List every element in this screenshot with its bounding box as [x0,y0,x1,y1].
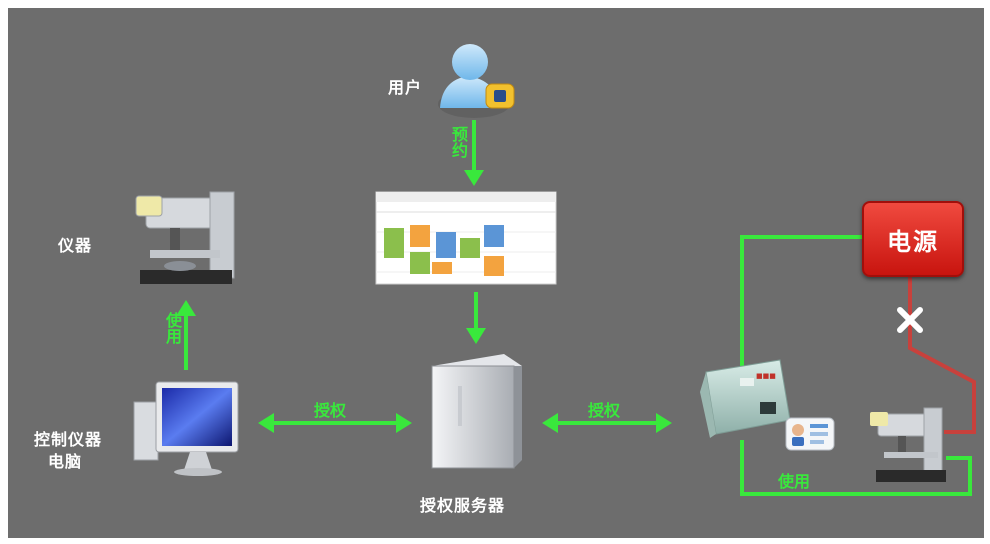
calendar-to-server-arrow [466,292,486,344]
cross-icon [897,307,923,333]
auth-left-arrow [258,413,412,433]
control-pc-label-line1: 控制仪器 [34,430,103,449]
reserve-arrow [464,120,484,186]
user-label: 用户 [388,78,423,97]
auth-left-edge-label: 授权 [314,401,347,420]
schedule-calendar-icon [375,191,557,285]
auth-server-label: 授权服务器 [420,496,506,515]
server-icon [431,354,522,469]
user-icon [438,44,515,118]
auth-right-arrow [542,413,672,433]
instrument-label: 仪器 [58,236,93,255]
auth-right-edge-label: 授权 [588,401,621,420]
controller-box-icon: ■■■ [700,359,791,438]
power-label: 电源 [887,227,939,256]
control-pc-label-line2: 电脑 [48,452,83,471]
use-right-edge-label: 使用 [778,472,811,491]
use-left-arrow [176,300,196,370]
use-left-edge-label: 使用 [163,312,182,344]
power-supply-box: 电源 [862,201,964,277]
reserve-edge-label: 预约 [449,126,468,158]
microscope-right-icon [870,407,946,482]
monitor-icon [133,381,239,476]
use-right-line [740,440,972,496]
microscope-icon [135,191,235,284]
svg-text:■■■: ■■■ [756,372,776,380]
power-feed-line [740,235,864,368]
id-card-icon [785,417,835,451]
